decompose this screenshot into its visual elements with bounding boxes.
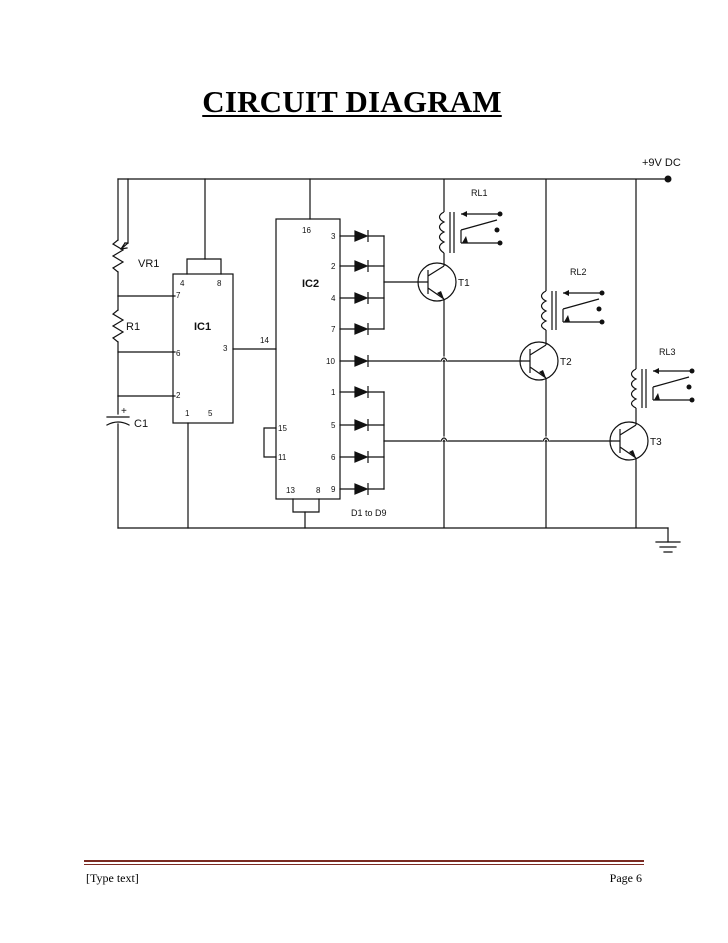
vr1-wiper-arrow — [120, 242, 129, 250]
ic2-pin-14: 14 — [260, 336, 269, 345]
diode-icon — [354, 292, 369, 304]
vr1-resistor — [111, 239, 125, 273]
diode-icon — [354, 260, 369, 272]
diodes-label: D1 to D9 — [351, 508, 387, 518]
ic1-pin-3: 3 — [223, 344, 228, 353]
diode-icon — [354, 323, 369, 335]
t3-label: T3 — [650, 437, 662, 448]
rl3-label: RL3 — [659, 347, 676, 357]
ic1-label: IC1 — [194, 321, 211, 333]
relay-rl1-coil — [438, 211, 446, 254]
diode-array — [354, 230, 369, 495]
c1-polarity-label: + — [121, 406, 127, 417]
ic2-box — [275, 218, 341, 500]
c1-label: C1 — [134, 418, 148, 430]
page-number: Page 6 — [609, 871, 642, 885]
ic1-pin-5: 5 — [208, 409, 213, 418]
transistor-t3-icon — [609, 421, 649, 461]
ic2-pin-15: 15 — [278, 424, 287, 433]
ic1-pin-8: 8 — [217, 279, 222, 288]
ic2-pin-13: 13 — [286, 486, 295, 495]
ic2-pin-16: 16 — [302, 226, 311, 235]
relay-rl3-coil — [630, 368, 638, 409]
ic2-output-pin: 1 — [331, 388, 336, 397]
ic1-pin-6: 6 — [176, 349, 181, 358]
ic2-output-pin: 3 — [331, 232, 336, 241]
t2-label: T2 — [560, 357, 572, 368]
ic2-output-pin: 4 — [331, 294, 336, 303]
page-title: CIRCUIT DIAGRAM — [202, 84, 502, 119]
vr1-label: VR1 — [138, 258, 159, 270]
r1-label: R1 — [126, 321, 140, 333]
ic1-pin-1: 1 — [185, 409, 190, 418]
t1-label: T1 — [458, 278, 470, 289]
ic2-output-pin: 6 — [331, 453, 336, 462]
diode-icon — [354, 230, 369, 242]
diode-icon — [354, 386, 369, 398]
circuit-diagram: +9V DC VR1 R1 + C1 IC1 IC2 T1 T2 T3 RL1 … — [106, 157, 695, 553]
footer-left-text: [Type text] — [86, 871, 139, 885]
relay-rl2-coil — [540, 290, 548, 331]
ic2-output-pin: 5 — [331, 421, 336, 430]
footer-divider — [84, 860, 644, 862]
ic2-output-pin: 9 — [331, 485, 336, 494]
diode-icon — [354, 355, 369, 367]
ic2-output-pin: 10 — [326, 357, 335, 366]
diode-icon — [354, 419, 369, 431]
ic2-output-pin: 2 — [331, 262, 336, 271]
footer-divider-thin — [84, 864, 644, 865]
c1-plate-bottom — [106, 421, 130, 426]
transistor-t2-icon — [519, 341, 559, 381]
diode-icon — [354, 483, 369, 495]
supply-terminal-dot — [664, 175, 672, 183]
ic1-pin-7: 7 — [176, 291, 181, 300]
ic2-label: IC2 — [302, 278, 319, 290]
ic1-pin-2: 2 — [176, 391, 181, 400]
ic2-pin-8: 8 — [316, 486, 321, 495]
ic1-pin-4: 4 — [180, 279, 185, 288]
rl1-label: RL1 — [471, 188, 488, 198]
ic2-pin-11: 11 — [278, 453, 287, 462]
rl2-label: RL2 — [570, 267, 587, 277]
r1-resistor — [111, 309, 125, 343]
ic2-output-pin: 7 — [331, 325, 336, 334]
ground-symbol — [655, 541, 681, 553]
supply-label: +9V DC — [642, 157, 681, 169]
diode-icon — [354, 451, 369, 463]
